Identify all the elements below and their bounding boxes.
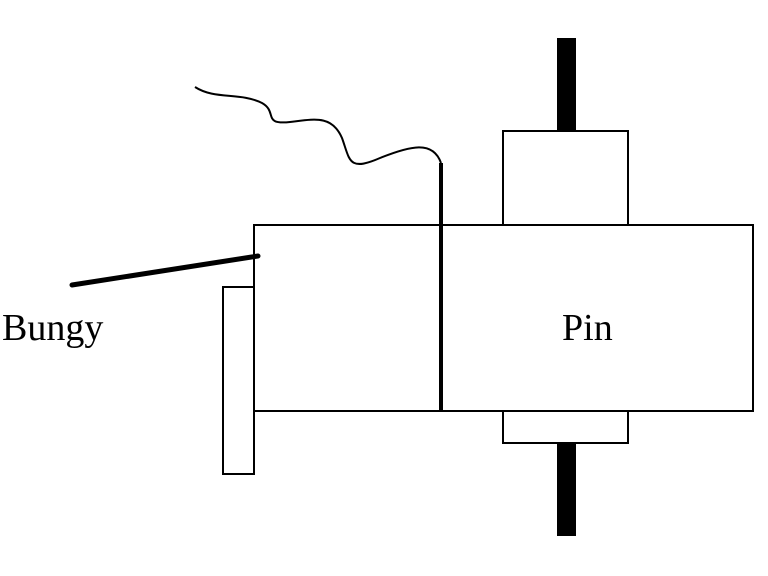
side-plate [222, 286, 255, 475]
bungy-label: Bungy [2, 307, 103, 349]
bungy-cord [69, 253, 261, 288]
wavy-wire [194, 86, 442, 165]
pin-collar-bottom [502, 407, 629, 444]
pin-collar-top [502, 130, 629, 226]
pin-shaft-bottom [557, 440, 576, 536]
pin-shaft-top [557, 38, 576, 134]
main-body-block [253, 224, 754, 412]
pin-label: Pin [562, 307, 613, 349]
